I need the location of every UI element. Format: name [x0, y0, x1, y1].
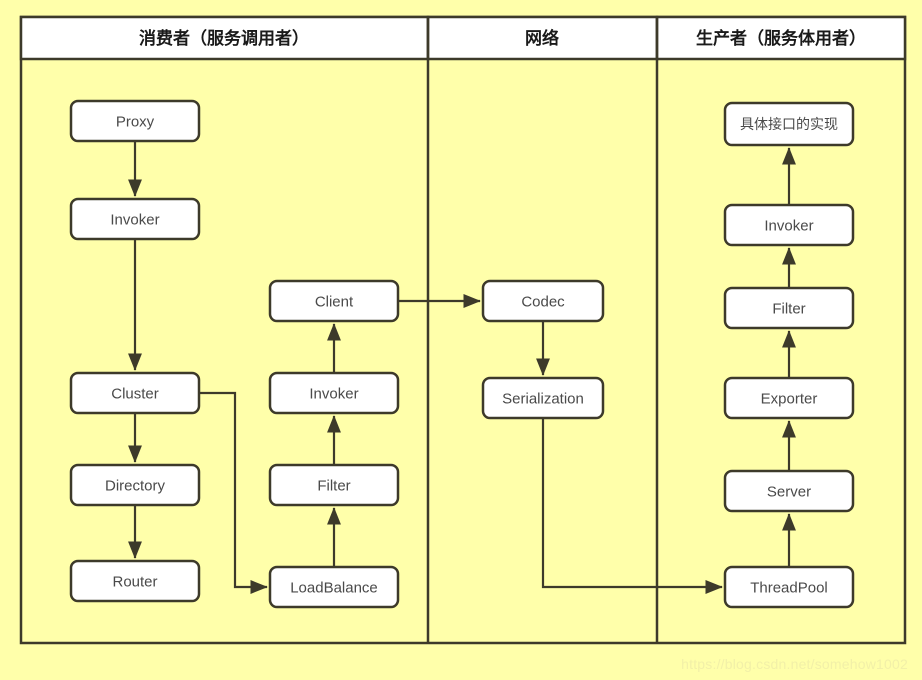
node-box[interactable]: [723, 286, 855, 330]
node-label: Invoker: [309, 386, 358, 403]
node-box[interactable]: [69, 559, 201, 603]
node-label: Filter: [317, 478, 350, 495]
node-directory[interactable]: Directory: [69, 463, 201, 507]
node-label: Client: [315, 294, 354, 311]
node-invoker-provider[interactable]: Invoker: [723, 203, 855, 247]
node-label: Router: [112, 574, 157, 591]
node-invoker-client[interactable]: Invoker: [268, 371, 400, 415]
node-box[interactable]: [69, 371, 201, 415]
node-box[interactable]: [723, 469, 855, 513]
node-label: Filter: [772, 301, 805, 318]
node-invoker-consumer[interactable]: Invoker: [69, 197, 201, 241]
node-label: ThreadPool: [750, 580, 828, 597]
node-label: Codec: [521, 294, 565, 311]
node-cluster[interactable]: Cluster: [69, 371, 201, 415]
node-box[interactable]: [723, 376, 855, 420]
node-box[interactable]: [69, 99, 201, 143]
node-box[interactable]: [268, 565, 400, 609]
column-header-consumer: [19, 15, 430, 61]
node-threadpool[interactable]: ThreadPool: [723, 565, 855, 609]
node-label: Server: [767, 484, 811, 501]
node-serialization[interactable]: Serialization: [481, 376, 605, 420]
node-label: Cluster: [111, 386, 159, 403]
node-box[interactable]: [481, 376, 605, 420]
node-loadbalance[interactable]: LoadBalance: [268, 565, 400, 609]
node-proxy[interactable]: Proxy: [69, 99, 201, 143]
node-interface-implementation[interactable]: 具体接口的实现: [723, 101, 855, 147]
node-label: Exporter: [761, 391, 818, 408]
edge-layer: [127, 141, 797, 595]
node-label: Proxy: [116, 114, 155, 131]
edge-serialization-to-threadpool: [541, 418, 723, 595]
node-box[interactable]: [723, 101, 855, 147]
column-header-network: [426, 15, 659, 61]
node-box[interactable]: [268, 279, 400, 323]
node-box[interactable]: [723, 565, 855, 609]
node-box[interactable]: [69, 197, 201, 241]
edge-cluster-to-loadbalance: [199, 391, 268, 595]
node-label: LoadBalance: [290, 580, 378, 597]
node-box[interactable]: [481, 279, 605, 323]
node-router[interactable]: Router: [69, 559, 201, 603]
node-exporter[interactable]: Exporter: [723, 376, 855, 420]
node-box[interactable]: [69, 463, 201, 507]
node-label: Invoker: [110, 212, 159, 229]
watermark: https://blog.csdn.net/somehow1002: [681, 656, 908, 672]
column-header-label-consumer: 消费者（服务调用者）: [139, 28, 309, 49]
column-header-label-network: 网络: [525, 28, 559, 49]
node-label: Serialization: [502, 391, 584, 408]
column-header-label-provider: 生产者（服务体用者）: [696, 28, 866, 49]
node-label: Invoker: [764, 218, 813, 235]
node-box[interactable]: [268, 371, 400, 415]
node-filter-provider[interactable]: Filter: [723, 286, 855, 330]
node-server[interactable]: Server: [723, 469, 855, 513]
node-codec[interactable]: Codec: [481, 279, 605, 323]
node-label: Directory: [105, 478, 166, 495]
column-header-provider: [655, 15, 907, 61]
node-label: 具体接口的实现: [740, 116, 838, 133]
node-box[interactable]: [268, 463, 400, 507]
node-box[interactable]: [723, 203, 855, 247]
node-filter-consumer[interactable]: Filter: [268, 463, 400, 507]
node-client[interactable]: Client: [268, 279, 400, 323]
